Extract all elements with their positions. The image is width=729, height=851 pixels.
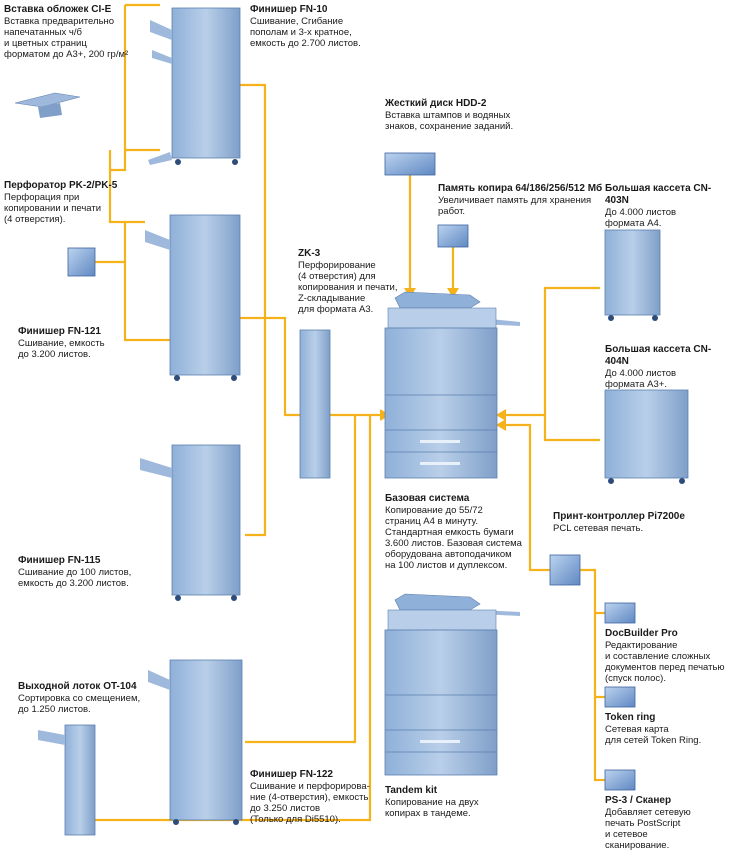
label-tandem-title: Tandem kit	[385, 785, 438, 796]
label-cn403-title: Большая кассета CN-403N	[605, 183, 712, 206]
pi7200-module-icon	[549, 554, 581, 586]
label-cn403: Большая кассета CN-403N До 4.000 листов …	[605, 183, 729, 229]
label-ps3-title: PS-3 / Сканер	[605, 795, 672, 806]
label-zk3-title: ZK-3	[298, 248, 321, 259]
tokenring-module-icon	[604, 686, 636, 708]
label-pk-desc: Перфорация при копировании и печати (4 о…	[4, 192, 102, 225]
label-tandem: Tandem kit Копирование на двух копирах в…	[385, 785, 525, 819]
ot-104-output-tray-device	[38, 724, 96, 836]
option-modules	[67, 152, 636, 791]
label-pi7200-title: Принт-контроллер Pi7200e	[553, 511, 685, 522]
cn-404n-cassette-device	[604, 389, 689, 484]
label-fn10-desc: Сшивание, Сгибание пополам и 3-х кратное…	[250, 16, 361, 49]
label-memory-title: Память копира 64/186/256/512 Мб	[438, 183, 603, 194]
label-memory-desc: Увеличивает память для хранения работ.	[438, 195, 592, 217]
label-ci-e: Вставка обложек CI-E Вставка предварител…	[4, 4, 144, 60]
label-hdd2-desc: Вставка штампов и водяных знаков, сохран…	[385, 110, 514, 132]
label-memory: Память копира 64/186/256/512 Мб Увеличив…	[438, 183, 608, 217]
fn-10-finisher-device	[150, 7, 241, 165]
label-ps3: PS-3 / Сканер Добавляет сетевую печать P…	[605, 795, 729, 851]
tandem-copier-device	[384, 593, 520, 776]
ci-e-inserter-device	[14, 92, 81, 118]
fn-122-finisher-device	[148, 659, 243, 825]
label-ot104: Выходной лоток OT-104 Сортировка со смещ…	[18, 681, 158, 715]
memory-module-icon	[437, 224, 469, 248]
label-hdd2: Жесткий диск HDD-2 Вставка штампов и вод…	[385, 98, 565, 132]
label-fn122: Финишер FN-122 Сшивание и перфорирова- н…	[250, 769, 380, 825]
label-fn121: Финишер FN-121 Сшивание, емкость до 3.20…	[18, 326, 138, 360]
label-ot104-desc: Сортировка со смещением, до 1.250 листов…	[18, 693, 141, 715]
cn-403n-cassette-device	[604, 229, 661, 321]
label-docbuilder-title: DocBuilder Pro	[605, 628, 678, 639]
docbuilder-module-icon	[604, 602, 636, 624]
pk-module-icon	[67, 247, 96, 277]
label-pi7200-desc: PCL сетевая печать.	[553, 523, 644, 534]
ps3-module-icon	[604, 769, 636, 791]
label-pk-title: Перфоратор PK-2/PK-5	[4, 180, 118, 191]
label-fn121-desc: Сшивание, емкость до 3.200 листов.	[18, 338, 105, 360]
label-zk3-desc: Перфорирование (4 отверстия) для копиров…	[298, 260, 398, 315]
label-tokenring-title: Token ring	[605, 712, 656, 723]
label-fn121-title: Финишер FN-121	[18, 326, 101, 337]
label-ci-e-title: Вставка обложек CI-E	[4, 4, 112, 15]
label-tokenring-desc: Сетевая карта для сетей Token Ring.	[605, 724, 702, 746]
label-docbuilder: DocBuilder Pro Редактирование и составле…	[605, 628, 729, 684]
label-pk: Перфоратор PK-2/PK-5 Перфорация при копи…	[4, 180, 144, 225]
label-docbuilder-desc: Редактирование и составление сложных док…	[605, 640, 725, 684]
label-base: Базовая система Копирование до 55/72 стр…	[385, 493, 545, 571]
pk-punch-device	[148, 152, 172, 165]
label-cn404-title: Большая кассета CN-404N	[605, 344, 712, 367]
fn-115-finisher-device	[140, 444, 241, 601]
label-base-title: Базовая система	[385, 493, 470, 504]
label-fn122-desc: Сшивание и перфорирова- ние (4-отверстия…	[250, 781, 370, 825]
label-fn122-title: Финишер FN-122	[250, 769, 333, 780]
label-hdd2-title: Жесткий диск HDD-2	[385, 98, 487, 109]
label-fn115-title: Финишер FN-115	[18, 555, 101, 566]
hdd2-module-icon	[384, 152, 436, 176]
label-cn404-desc: До 4.000 листов формата А3+.	[605, 368, 677, 390]
label-ot104-title: Выходной лоток OT-104	[18, 681, 137, 692]
label-tandem-desc: Копирование на двух копирах в тандеме.	[385, 797, 479, 819]
label-tokenring: Token ring Сетевая карта для сетей Token…	[605, 712, 729, 746]
label-base-desc: Копирование до 55/72 страниц А4 в минуту…	[385, 505, 522, 571]
label-cn403-desc: До 4.000 листов формата А4.	[605, 207, 677, 229]
label-fn10: Финишер FN-10 Сшивание, Сгибание пополам…	[250, 4, 400, 49]
fn-121-finisher-device	[145, 214, 241, 381]
label-zk3: ZK-3 Перфорирование (4 отверстия) для ко…	[298, 248, 408, 315]
label-fn10-title: Финишер FN-10	[250, 4, 328, 15]
label-fn115: Финишер FN-115 Сшивание до 100 листов, е…	[18, 555, 158, 589]
label-pi7200: Принт-контроллер Pi7200e PCL сетевая печ…	[553, 511, 723, 534]
zk-3-device	[299, 329, 331, 479]
base-system-copier-device	[384, 291, 520, 479]
label-ps3-desc: Добавляет сетевую печать PostScript и се…	[605, 807, 691, 851]
label-fn115-desc: Сшивание до 100 листов, емкость до 3.200…	[18, 567, 132, 589]
label-ci-e-desc: Вставка предварительно напечатанных ч/б …	[4, 16, 129, 60]
label-cn404: Большая кассета CN-404N До 4.000 листов …	[605, 344, 729, 390]
